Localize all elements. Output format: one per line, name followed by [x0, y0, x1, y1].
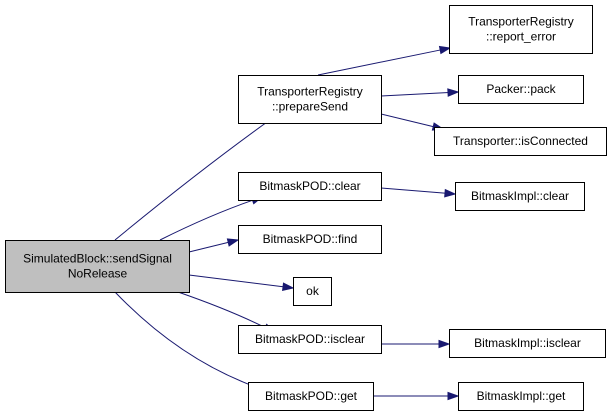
node-isConnected[interactable]: Transporter::isConnected	[434, 127, 607, 156]
node-bpClear[interactable]: BitmaskPOD::clear	[238, 172, 382, 201]
edge-prepareSend-to-isConnected	[380, 113, 445, 131]
edge-bpGet-to-biGet	[373, 391, 460, 401]
edge-root-to-bpFind	[188, 238, 240, 253]
node-label: TransporterRegistry	[468, 15, 574, 29]
node-prepareSend[interactable]: TransporterRegistry::prepareSend	[238, 75, 382, 124]
node-box	[238, 325, 382, 354]
node-box	[458, 75, 584, 104]
node-bpGet[interactable]: BitmaskPOD::get	[248, 382, 374, 411]
node-pack[interactable]: Packer::pack	[458, 75, 584, 104]
arrowhead	[282, 282, 295, 291]
node-bpFind[interactable]: BitmaskPOD::find	[238, 225, 382, 254]
node-biClear[interactable]: BitmaskImpl::clear	[455, 182, 585, 211]
node-label: SimulatedBlock::sendSignal	[23, 252, 172, 266]
node-label: NoRelease	[68, 267, 128, 281]
node-label: TransporterRegistry	[257, 85, 363, 99]
node-report_error[interactable]: TransporterRegistry::report_error	[449, 5, 593, 54]
node-label: BitmaskImpl::get	[477, 389, 566, 403]
node-biIsclear[interactable]: BitmaskImpl::isclear	[449, 329, 606, 358]
node-box	[434, 127, 607, 156]
node-box	[455, 182, 585, 211]
arrowhead	[438, 339, 451, 349]
arrowhead	[444, 188, 457, 198]
node-label: Packer::pack	[486, 82, 556, 96]
node-box	[449, 329, 606, 358]
arrowhead	[447, 88, 460, 97]
node-ok[interactable]: ok	[293, 277, 332, 306]
node-label: Transporter::isConnected	[453, 134, 588, 148]
node-label: BitmaskPOD::get	[265, 389, 358, 403]
node-bpIsclear[interactable]: BitmaskPOD::isclear	[238, 325, 382, 354]
node-label: BitmaskPOD::clear	[259, 179, 360, 193]
node-label: ::prepareSend	[272, 100, 348, 114]
edge-bpIsclear-to-biIsclear	[381, 339, 451, 349]
node-box	[238, 225, 382, 254]
arrowhead	[447, 391, 460, 401]
node-label: BitmaskImpl::clear	[471, 189, 569, 203]
node-box	[238, 75, 382, 124]
edge-bpClear-to-biClear	[380, 187, 457, 198]
node-box	[5, 240, 190, 293]
node-label: ::report_error	[486, 30, 556, 44]
node-label: BitmaskImpl::isclear	[474, 336, 581, 350]
node-biGet[interactable]: BitmaskImpl::get	[458, 382, 584, 411]
node-box	[293, 277, 332, 306]
node-label: BitmaskPOD::isclear	[255, 332, 365, 346]
edge-prepareSend-to-report_error	[317, 45, 452, 76]
node-box	[449, 5, 593, 54]
node-box	[248, 382, 374, 411]
edge-prepareSend-to-pack	[380, 88, 460, 97]
arrowhead	[226, 238, 240, 247]
node-box	[458, 382, 584, 411]
node-label: ok	[306, 284, 320, 298]
node-box	[238, 172, 382, 201]
arrowhead	[438, 45, 452, 55]
node-label: BitmaskPOD::find	[263, 232, 358, 246]
edge-root-to-ok	[188, 274, 295, 291]
